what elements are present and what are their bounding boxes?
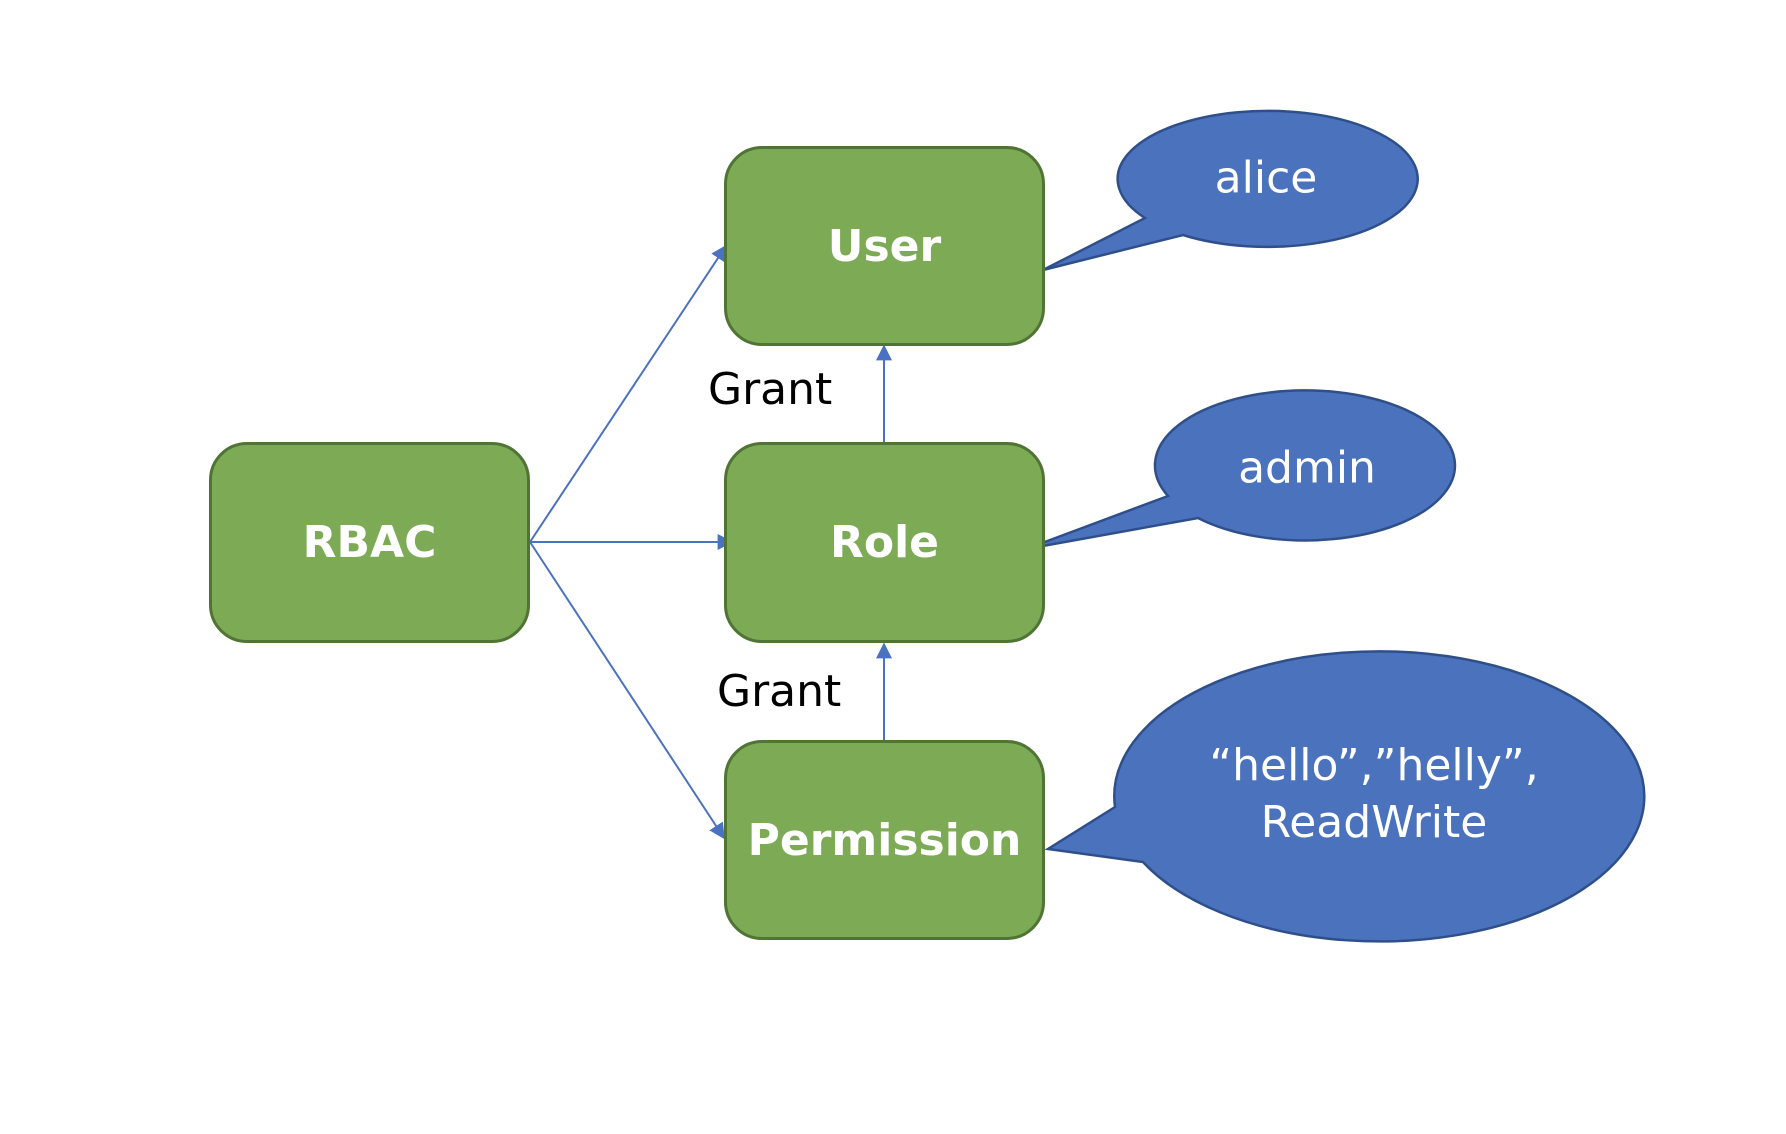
edge-rbac-user xyxy=(529,244,727,543)
node-rbac-label: RBAC xyxy=(302,517,437,568)
edge-label-grant-user-role: Grant xyxy=(708,364,833,415)
node-role: Role xyxy=(724,442,1045,643)
node-permission-label: Permission xyxy=(747,814,1022,866)
callout-permission-bubble xyxy=(1044,650,1646,943)
callout-permission-text: “hello”,”helly”, ReadWrite xyxy=(1209,737,1538,851)
callout-alice-bubble xyxy=(1042,109,1419,272)
callout-admin-text: admin xyxy=(1238,439,1376,496)
edge-label-grant-role-permission: Grant xyxy=(717,666,842,717)
callout-alice-text: alice xyxy=(1215,149,1318,206)
callout-alice-label: alice xyxy=(1214,152,1318,204)
node-user-label: User xyxy=(827,220,942,272)
node-role-label: Role xyxy=(829,517,940,568)
node-user: User xyxy=(724,146,1045,346)
callout-permission-line2: ReadWrite xyxy=(1260,797,1488,848)
callout-admin-bubble xyxy=(1025,389,1457,551)
callout-admin-label: admin xyxy=(1238,442,1376,494)
edge-rbac-permission xyxy=(529,541,725,840)
node-rbac: RBAC xyxy=(209,442,530,643)
node-permission: Permission xyxy=(724,740,1045,940)
callout-permission-line1: “hello”,”helly”, xyxy=(1209,739,1539,791)
